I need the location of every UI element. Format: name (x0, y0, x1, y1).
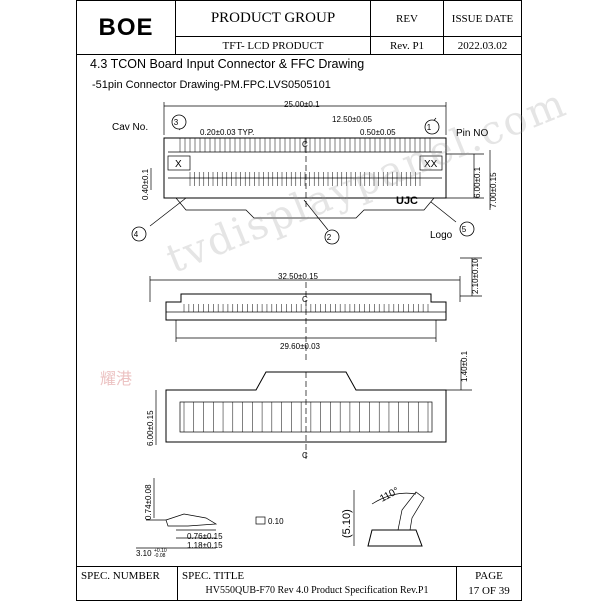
dim-12-50: 12.50±0.05 (332, 115, 373, 124)
flatness-value: 0.10 (268, 517, 284, 526)
dim-3-10-tol-dn: -0.08 (154, 553, 166, 559)
boe-logo: BOE (76, 0, 176, 55)
section-title: 4.3 TCON Board Input Connector & FFC Dra… (90, 57, 365, 71)
dim-5-10: (5.10) (341, 509, 353, 538)
callout-4: 4 (134, 230, 139, 239)
centerline-front: C (302, 295, 308, 304)
issue-date-label: ISSUE DATE (443, 0, 522, 37)
dim-6-00-top: 6.00±0.1 (473, 166, 482, 198)
dim-29-60: 29.60±0.03 (280, 342, 321, 351)
dim-0-76: 0.76±0.15 (187, 532, 223, 541)
product-group-label: PRODUCT GROUP (175, 0, 371, 37)
cav-no-label: Cav No. (112, 122, 148, 133)
drawing-subtitle: -51pin Connector Drawing-PM.FPC.LVS05051… (92, 79, 331, 91)
callout-1-circle (424, 119, 440, 135)
ujc-marking: UJC (396, 195, 418, 207)
angle-110: 110° (378, 486, 401, 505)
dim-3-10-tol-up: +0.10 (154, 548, 167, 554)
connector-drawing: 25.00±0.1 12.50±0.05 0.20±0.03 TYP. 0.50… (112, 100, 498, 559)
centerline-top: C (302, 140, 308, 149)
page-number: 17 OF 39 (456, 585, 522, 601)
callout-1: 1 (427, 123, 432, 132)
dim-25: 25.00±0.1 (284, 100, 320, 109)
callout-5: 5 (462, 225, 467, 234)
pin-no-label: Pin NO (456, 128, 488, 139)
callout-4-circle (131, 226, 147, 242)
callout-3-circle (171, 114, 187, 130)
dim-0-40: 0.40±0.1 (141, 168, 150, 200)
product-name: TFT- LCD PRODUCT (175, 36, 371, 55)
rev-value: Rev. P1 (370, 36, 444, 55)
callout-5-circle (459, 221, 475, 237)
dim-0-74: 0.74±0.08 (144, 484, 153, 520)
callout-2: 2 (327, 233, 332, 242)
callout-3: 3 (174, 118, 179, 127)
header-table: BOE PRODUCT GROUP REV ISSUE DATE TFT- LC… (76, 0, 522, 55)
page-label: PAGE (456, 566, 522, 585)
dim-32-50: 32.50±0.15 (278, 272, 319, 281)
spec-title-label: SPEC. TITLE (177, 566, 457, 585)
watermark-logo: 耀港 (100, 369, 133, 388)
dim-1-18: 1.18±0.15 (187, 541, 223, 550)
pin-mark: XX (424, 159, 438, 170)
cavity-mark: X (175, 159, 182, 170)
dim-0-50: 0.50±0.05 (360, 128, 396, 137)
dim-6-00-bottom: 6.00±0.15 (146, 410, 155, 446)
page-frame (76, 0, 522, 600)
dim-7-00: 7.00±0.15 (489, 172, 498, 208)
spec-title: HV550QUB-F70 Rev 4.0 Product Specificati… (177, 585, 457, 601)
dim-0-20: 0.20±0.03 TYP. (200, 128, 254, 137)
centerline-bottom: C (302, 451, 308, 460)
dim-1-40: 1.40±0.1 (460, 350, 469, 382)
callout-2-circle (324, 229, 340, 245)
spec-number-label: SPEC. NUMBER (76, 566, 178, 601)
issue-date-value: 2022.03.02 (443, 36, 522, 55)
footer-table: SPEC. NUMBER SPEC. TITLE PAGE HV550QUB-F… (76, 566, 522, 601)
logo-label: Logo (430, 230, 453, 241)
rev-label: REV (370, 0, 444, 37)
dim-2-10: 2.10±0.10 (471, 258, 480, 294)
dim-3-10: 3.10 (136, 549, 152, 558)
